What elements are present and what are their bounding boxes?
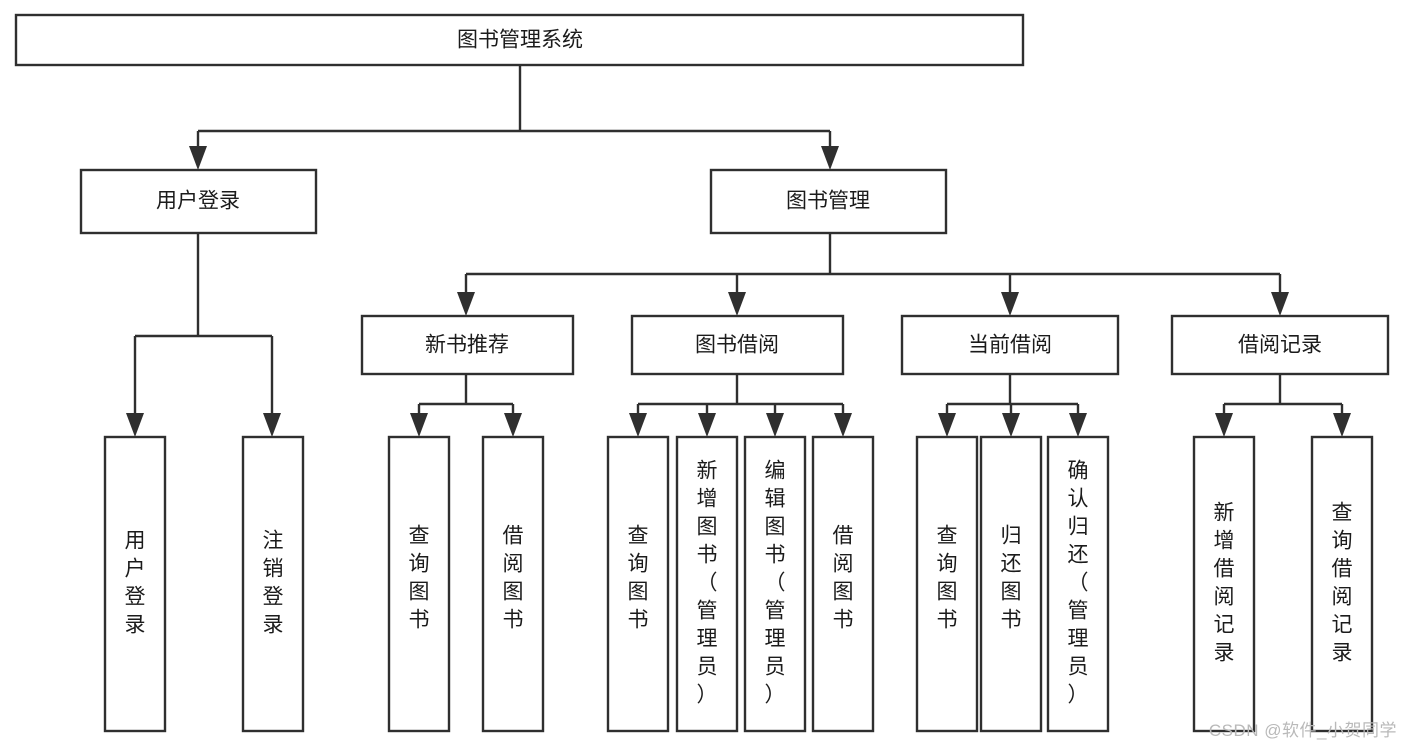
node-leaf-borrow-book-a-label: 借阅图书 — [503, 525, 524, 632]
node-book-borrow-label: 图书借阅 — [695, 334, 779, 357]
node-leaf-query-record-label: 查询借阅记录 — [1332, 502, 1353, 665]
node-leaf-return-book-box[interactable] — [979, 435, 1043, 733]
node-leaf-confirm-return-admin-label: 确认归还（管理员） — [1068, 460, 1089, 707]
node-leaf-user-login-label: 用户登录 — [125, 530, 146, 637]
node-leaf-return-book-label: 归还图书 — [1001, 525, 1022, 632]
node-leaf-query-book-b-box[interactable] — [606, 435, 670, 733]
node-borrow-record-label: 借阅记录 — [1238, 334, 1322, 357]
node-leaf-edit-book-admin-box[interactable] — [743, 435, 807, 733]
arrow-head-current-borrow — [1001, 292, 1019, 316]
arrow-head-leaf-query-book-c — [938, 413, 956, 437]
node-book-manage[interactable]: 图书管理 — [709, 168, 948, 235]
node-leaf-borrow-book-a-box[interactable] — [481, 435, 545, 733]
node-leaf-query-book-b[interactable]: 查询图书 — [606, 435, 670, 733]
node-leaf-edit-book-admin[interactable]: 编辑图书（管理员） — [743, 435, 807, 733]
arrow-head-leaf-return-book — [1002, 413, 1020, 437]
node-current-borrow[interactable]: 当前借阅 — [900, 314, 1120, 376]
node-new-book-rec-label: 新书推荐 — [425, 334, 509, 357]
node-book-borrow[interactable]: 图书借阅 — [630, 314, 845, 376]
connector-layer — [126, 65, 1351, 437]
arrow-head-leaf-logout — [263, 413, 281, 437]
node-leaf-add-record[interactable]: 新增借阅记录 — [1192, 435, 1256, 733]
node-user-login[interactable]: 用户登录 — [79, 168, 318, 235]
node-leaf-add-book-admin-label: 新增图书（管理员） — [697, 460, 718, 707]
node-leaf-query-book-c[interactable]: 查询图书 — [915, 435, 979, 733]
node-leaf-add-book-admin[interactable]: 新增图书（管理员） — [675, 435, 739, 733]
node-leaf-borrow-book-b[interactable]: 借阅图书 — [811, 435, 875, 733]
node-book-manage-label: 图书管理 — [786, 190, 870, 213]
node-leaf-query-book-c-label: 查询图书 — [937, 525, 958, 632]
node-leaf-add-record-box[interactable] — [1192, 435, 1256, 733]
node-leaf-user-login[interactable]: 用户登录 — [103, 435, 167, 733]
node-root-box[interactable] — [14, 13, 1025, 67]
node-leaf-query-record-box[interactable] — [1310, 435, 1374, 733]
node-leaf-borrow-book-a[interactable]: 借阅图书 — [481, 435, 545, 733]
node-root-system[interactable]: 图书管理系统 — [14, 13, 1025, 67]
arrow-head-book-borrow — [728, 292, 746, 316]
node-current-borrow-label: 当前借阅 — [968, 334, 1052, 357]
arrow-head-user-login — [189, 146, 207, 170]
arrow-head-leaf-add-record — [1215, 413, 1233, 437]
node-leaf-borrow-book-b-label: 借阅图书 — [833, 525, 854, 632]
node-leaf-confirm-return-admin-box[interactable] — [1046, 435, 1110, 733]
node-new-book-rec-box[interactable] — [360, 314, 575, 376]
node-root-label: 图书管理系统 — [457, 29, 583, 52]
arrow-head-leaf-query-record — [1333, 413, 1351, 437]
node-book-borrow-box[interactable] — [630, 314, 845, 376]
arrow-head-leaf-query-book-a — [410, 413, 428, 437]
arrow-head-leaf-user-login — [126, 413, 144, 437]
arrow-head-leaf-query-book-b — [629, 413, 647, 437]
arrow-head-leaf-confirm-return-admin — [1069, 413, 1087, 437]
node-user-login-box[interactable] — [79, 168, 318, 235]
node-borrow-record-box[interactable] — [1170, 314, 1390, 376]
node-leaf-logout-box[interactable] — [241, 435, 305, 733]
node-current-borrow-box[interactable] — [900, 314, 1120, 376]
arrow-head-borrow-record — [1271, 292, 1289, 316]
arrow-head-leaf-borrow-book-a — [504, 413, 522, 437]
node-new-book-rec[interactable]: 新书推荐 — [360, 314, 575, 376]
arrow-head-leaf-add-book-admin — [698, 413, 716, 437]
arrow-head-leaf-edit-book-admin — [766, 413, 784, 437]
arrow-head-leaf-borrow-book-b — [834, 413, 852, 437]
node-leaf-query-record[interactable]: 查询借阅记录 — [1310, 435, 1374, 733]
arrow-head-new-book-rec — [457, 292, 475, 316]
node-leaf-add-record-label: 新增借阅记录 — [1214, 502, 1235, 665]
node-user-login-label: 用户登录 — [156, 190, 240, 213]
node-leaf-borrow-book-b-box[interactable] — [811, 435, 875, 733]
node-leaf-query-book-a-box[interactable] — [387, 435, 451, 733]
node-leaf-return-book[interactable]: 归还图书 — [979, 435, 1043, 733]
node-book-manage-box[interactable] — [709, 168, 948, 235]
node-leaf-logout[interactable]: 注销登录 — [241, 435, 305, 733]
node-leaf-query-book-c-box[interactable] — [915, 435, 979, 733]
node-leaf-user-login-box[interactable] — [103, 435, 167, 733]
node-leaf-add-book-admin-box[interactable] — [675, 435, 739, 733]
node-leaf-query-book-a-label: 查询图书 — [409, 525, 430, 632]
node-leaf-confirm-return-admin[interactable]: 确认归还（管理员） — [1046, 435, 1110, 733]
node-borrow-record[interactable]: 借阅记录 — [1170, 314, 1390, 376]
node-leaf-logout-label: 注销登录 — [263, 530, 284, 637]
node-leaf-query-book-a[interactable]: 查询图书 — [387, 435, 451, 733]
node-leaf-edit-book-admin-label: 编辑图书（管理员） — [765, 460, 786, 707]
arrow-head-book-manage — [821, 146, 839, 170]
node-leaf-query-book-b-label: 查询图书 — [628, 525, 649, 632]
